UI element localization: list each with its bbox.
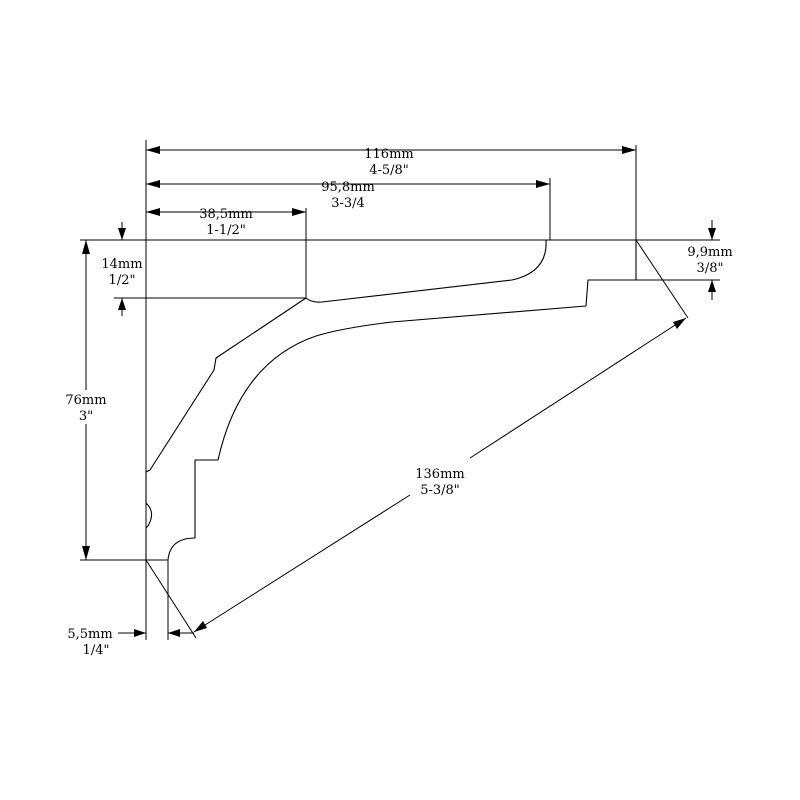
face-width-metric: 95,8mm — [321, 180, 375, 195]
dimension-overall-width: 116mm 4-5/8" — [146, 146, 636, 178]
diagonal-imperial: 5-3/8" — [420, 483, 460, 498]
arrowhead-icon — [118, 228, 126, 240]
arrowhead-icon — [146, 146, 160, 154]
dimension-diagonal: 136mm 5-3/8" — [193, 317, 687, 633]
arrowhead-icon — [673, 318, 686, 329]
overall-width-imperial: 4-5/8" — [369, 163, 409, 178]
arrowhead-icon — [134, 629, 146, 637]
arrowhead-icon — [82, 240, 90, 254]
top-drop-imperial: 1/2" — [109, 273, 136, 288]
bottom-projection-metric: 5,5mm — [67, 627, 112, 642]
overall-height-metric: 76mm — [65, 393, 106, 408]
arrowhead-icon — [292, 208, 306, 216]
right-step-imperial: 3/8" — [697, 261, 724, 276]
arrowhead-icon — [622, 146, 636, 154]
overall-height-imperial: 3" — [79, 409, 93, 424]
arrowhead-icon — [168, 629, 180, 637]
molding-profile-outline — [145, 239, 637, 561]
arrowhead-icon — [82, 546, 90, 560]
arrowhead-icon — [146, 180, 160, 188]
overall-width-metric: 116mm — [364, 147, 413, 162]
extension-lines — [80, 140, 720, 640]
arrowhead-icon — [536, 180, 550, 188]
arrowhead-icon — [194, 621, 207, 632]
dimension-overall-height: 76mm 3" — [65, 240, 107, 560]
dimension-top-flat-width: 38,5mm 1-1/2" — [146, 207, 306, 238]
arrowhead-icon — [708, 228, 716, 240]
bottom-projection-imperial: 1/4" — [83, 643, 110, 658]
face-width-imperial: 3-3/4 — [331, 196, 365, 211]
top-drop-metric: 14mm — [101, 257, 142, 272]
arrowhead-icon — [708, 280, 716, 292]
diagonal-metric: 136mm — [415, 467, 464, 482]
dimension-right-step: 9,9mm 3/8" — [687, 220, 733, 300]
arrowhead-icon — [146, 208, 160, 216]
arrowhead-icon — [118, 298, 126, 310]
top-flat-width-imperial: 1-1/2" — [206, 223, 246, 238]
dimension-face-width: 95,8mm 3-3/4 — [146, 180, 550, 211]
dimension-bottom-projection: 5,5mm 1/4" — [67, 627, 194, 658]
top-flat-width-metric: 38,5mm — [199, 207, 253, 222]
dimension-top-drop: 14mm 1/2" — [101, 222, 143, 316]
right-step-metric: 9,9mm — [687, 245, 732, 260]
